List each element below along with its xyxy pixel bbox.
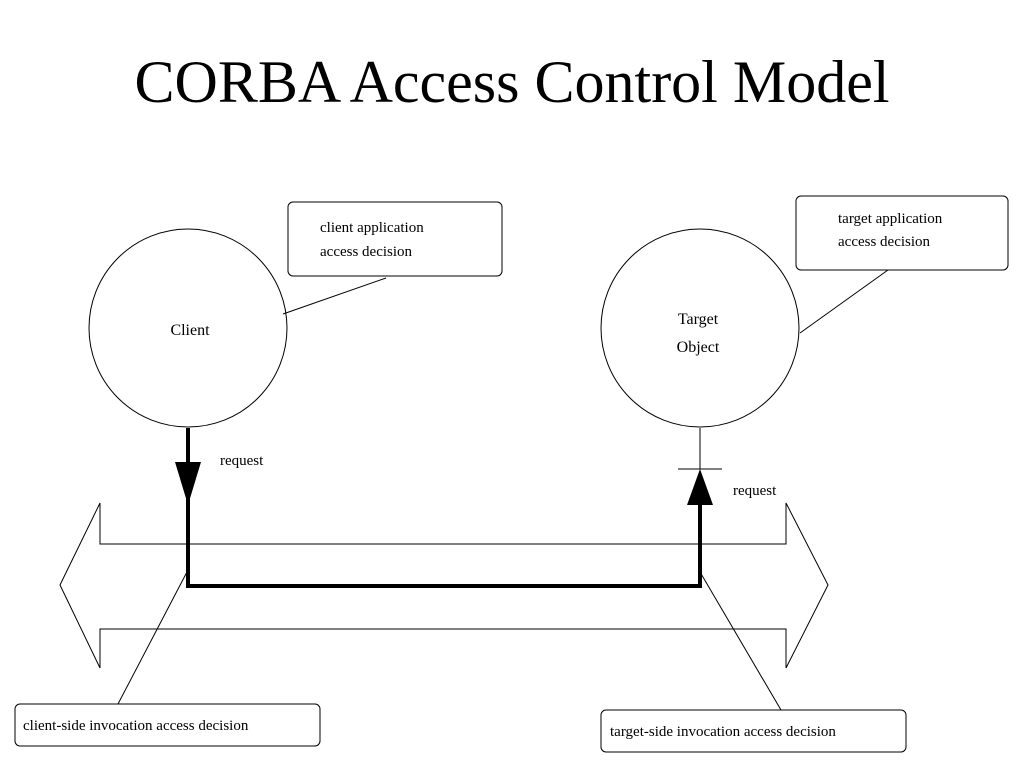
client-label: Client (170, 322, 210, 339)
client-side-callout-pointer (117, 569, 189, 705)
client-side-callout-text: client-side invocation access decision (23, 718, 249, 734)
page-title: CORBA Access Control Model (134, 49, 890, 115)
target-app-callout-line2: access decision (838, 234, 931, 250)
client-request-arrowhead (175, 462, 201, 505)
target-side-callout-text: target-side invocation access decision (610, 724, 836, 740)
target-side-callout-pointer (699, 571, 782, 711)
request-path-line (186, 428, 702, 588)
client-circle (88, 228, 288, 428)
target-label-line1: Target (678, 311, 719, 328)
target-app-callout-box (795, 195, 1009, 271)
target-side-callout-box (600, 709, 907, 753)
target-label-line2: Object (677, 339, 720, 356)
client-app-callout-pointer (282, 277, 387, 315)
client-side-callout-box (14, 703, 321, 747)
target-app-callout-line1: target application (838, 211, 943, 227)
client-app-callout-box (287, 201, 503, 277)
target-object-circle (600, 228, 800, 428)
client-request-label: request (220, 453, 264, 469)
orb-double-arrow (59, 502, 829, 669)
client-app-callout-line1: client application (320, 220, 424, 236)
target-app-callout-pointer (799, 269, 889, 334)
client-app-callout-line2: access decision (320, 244, 413, 260)
target-request-label: request (733, 483, 777, 499)
target-request-arrowhead (687, 469, 713, 505)
